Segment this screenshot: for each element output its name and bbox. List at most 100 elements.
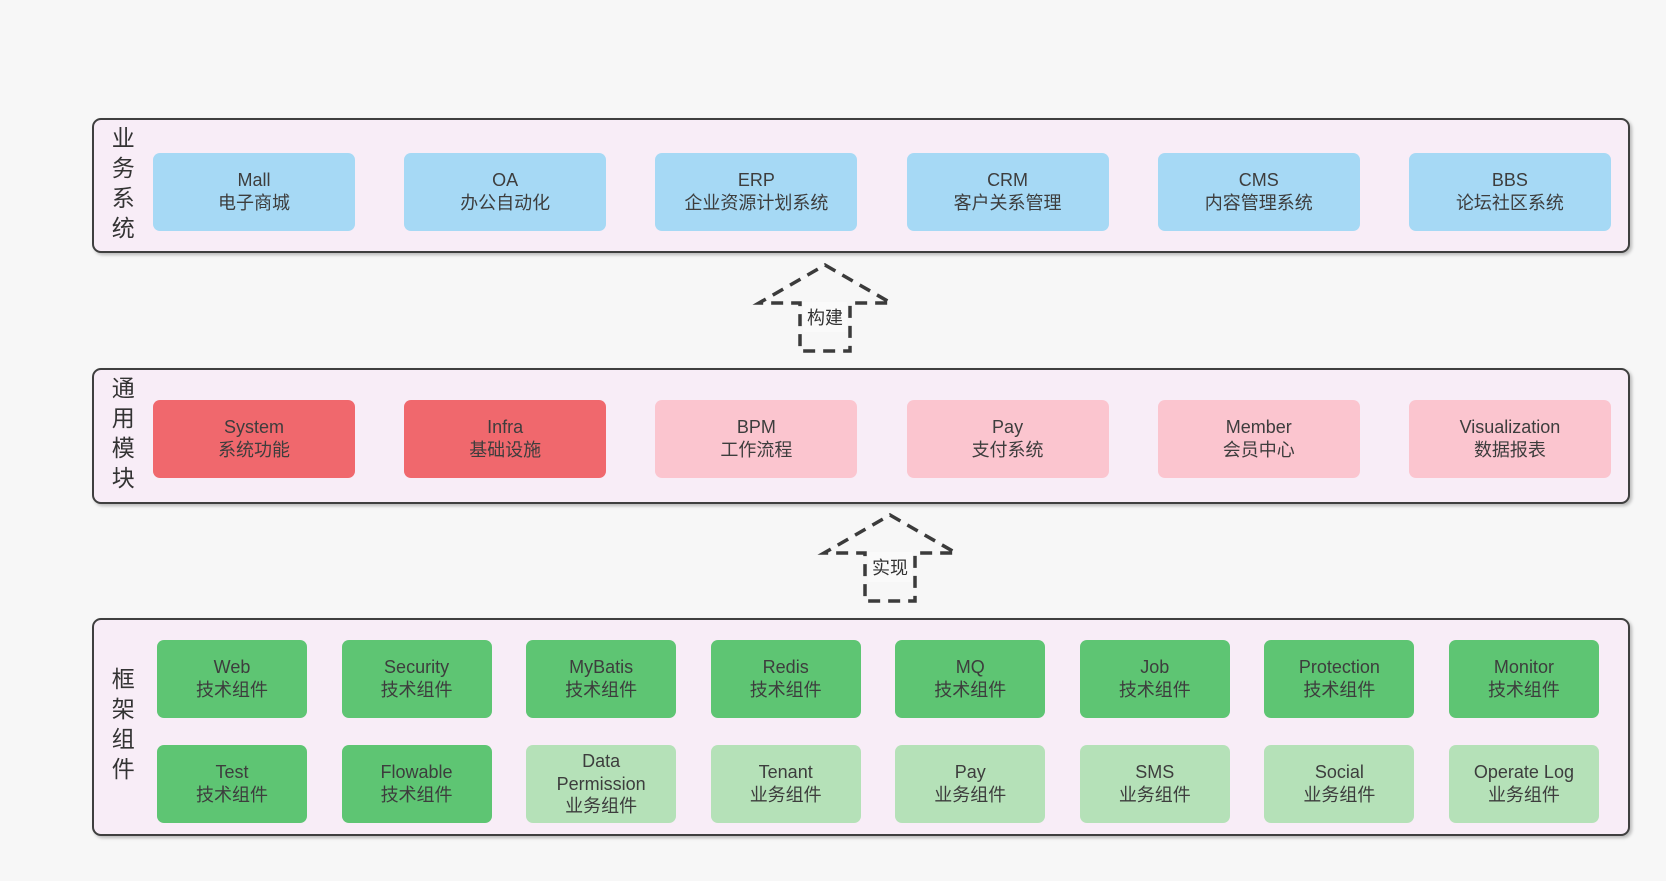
box-title: Mall [237, 170, 271, 191]
box-title: Monitor [1493, 657, 1554, 678]
band-label-business-systems: 业务系统 [108, 125, 135, 246]
up-arrow-dashed-icon [817, 512, 963, 603]
box-title: Visualization [1459, 417, 1561, 438]
box-title: Test [215, 762, 249, 783]
box-subtitle: 业务组件 [934, 785, 1007, 805]
box-subtitle: 电子商城 [218, 193, 290, 213]
box-subtitle: 客户关系管理 [953, 193, 1062, 213]
box-title: Protection [1298, 657, 1380, 678]
band-label-framework-components: 框架组件 [108, 667, 135, 787]
box-subtitle: 办公自动化 [460, 193, 551, 213]
box-subtitle: 数据报表 [1473, 440, 1546, 460]
box-subtitle: 技术组件 [196, 680, 268, 700]
sticky-built-in-components: 内置组件 [38, 652, 98, 777]
sticky-built-in-components-label: 内置组件 [53, 664, 75, 765]
box-title: Social [1314, 762, 1364, 783]
box-subtitle: 业务组件 [749, 785, 822, 805]
box-subtitle: 技术组件 [1118, 680, 1191, 700]
arrow-build-label: 构建 [803, 302, 847, 332]
box-subtitle: 业务组件 [1118, 785, 1191, 805]
box-subtitle: 会员中心 [1222, 440, 1295, 460]
box-subtitle: 技术组件 [196, 785, 268, 805]
box-subtitle: 技术组件 [749, 680, 822, 700]
box-title: Member [1225, 417, 1292, 438]
arrow-build: 构建 [750, 262, 900, 354]
box-title: Data Permission [556, 750, 646, 794]
box-title: Pay [992, 417, 1024, 438]
box-subtitle: 技术组件 [565, 680, 638, 700]
box-subtitle: 工作流程 [720, 440, 793, 460]
box-title: SMS [1135, 762, 1175, 783]
sticky-built-in-features: 内置功能 [38, 372, 98, 476]
box-subtitle: 技术组件 [1487, 680, 1560, 700]
box-title: CMS [1238, 170, 1279, 191]
box-title: OA [492, 170, 519, 191]
box-title: Pay [954, 762, 986, 783]
box-title: Operate Log [1473, 762, 1574, 783]
box-title: BPM [736, 417, 776, 438]
up-arrow-dashed-icon [752, 262, 898, 353]
box-title: System [223, 417, 284, 438]
box-subtitle: 内容管理系统 [1204, 193, 1313, 213]
box-subtitle: 技术组件 [380, 785, 453, 805]
box-subtitle: 支付系统 [971, 440, 1044, 460]
sticky-fold-corner [79, 372, 98, 391]
box-title: ERP [737, 170, 775, 191]
box-title: Security [384, 657, 450, 678]
box-title: Flowable [380, 762, 453, 783]
box-title: Job [1140, 657, 1170, 678]
band-label-common-modules: 通用模块 [108, 376, 135, 496]
box-subtitle: 系统功能 [218, 440, 290, 460]
sticky-built-in-features-label: 内置功能 [53, 374, 75, 474]
box-subtitle: 业务组件 [1487, 785, 1560, 805]
box-title: MQ [955, 657, 985, 678]
box-subtitle: 论坛社区系统 [1455, 193, 1564, 213]
box-title: CRM [987, 170, 1029, 191]
box-subtitle: 企业资源计划系统 [684, 193, 829, 213]
box-title: Web [213, 657, 251, 678]
box-subtitle: 业务组件 [1303, 785, 1376, 805]
sticky-fold-corner [79, 652, 98, 671]
arrow-implement-label: 实现 [868, 552, 912, 582]
box-subtitle: 技术组件 [380, 680, 453, 700]
box-subtitle: 技术组件 [934, 680, 1007, 700]
box-title: Redis [762, 657, 809, 678]
arrow-implement: 实现 [815, 512, 965, 604]
box-subtitle: 业务组件 [565, 796, 638, 817]
box-subtitle: 技术组件 [1303, 680, 1376, 700]
box-subtitle: 基础设施 [469, 440, 542, 460]
